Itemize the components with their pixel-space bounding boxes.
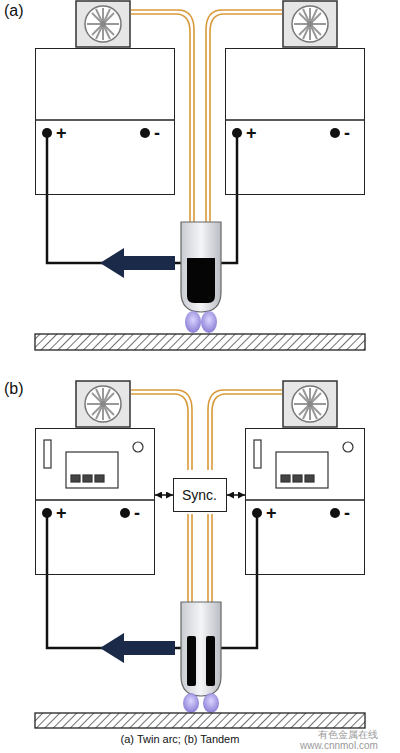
- terminal: [42, 508, 340, 518]
- torch-nozzle: [181, 222, 221, 312]
- contact-tube: [206, 636, 215, 686]
- cooling-fan: [76, 381, 130, 427]
- box-label: Sync.: [182, 485, 217, 505]
- current-arrow: [100, 248, 175, 278]
- power-cable: [47, 513, 257, 648]
- panel-letter: (a): [4, 2, 24, 20]
- terminal-sign: -: [134, 503, 140, 523]
- power-source: +-: [225, 48, 365, 195]
- terminal-sign: +: [56, 123, 67, 143]
- panel-divider: [35, 119, 175, 121]
- panel-divider: [225, 119, 365, 121]
- panel-divider: [35, 499, 155, 501]
- terminal-sign: -: [344, 123, 350, 143]
- arc: [203, 693, 219, 713]
- power-source: +-: [245, 428, 365, 575]
- figure-caption: (a) Twin arc; (b) Tandem: [121, 733, 240, 745]
- contact-tube: [187, 636, 196, 686]
- workpiece: [35, 713, 365, 728]
- watermark: 有色金属在线: [318, 729, 378, 740]
- workpiece: [35, 334, 365, 350]
- cooling-fan: [283, 381, 337, 427]
- wire-feed: [131, 390, 282, 602]
- terminal-sign: +: [246, 123, 257, 143]
- current-arrow: [100, 633, 175, 663]
- control-panel: [44, 440, 353, 488]
- terminal-sign: -: [154, 123, 160, 143]
- torch-nozzle: [181, 602, 221, 696]
- arc: [201, 311, 217, 333]
- terminal: [42, 128, 340, 138]
- sync-link: [155, 494, 173, 496]
- power-source: +-: [35, 428, 155, 575]
- panel-letter: (b): [4, 380, 24, 398]
- watermark: www.cnnmol.com: [300, 740, 378, 751]
- panel-divider: [245, 499, 365, 501]
- terminal-sign: -: [344, 503, 350, 523]
- sync-link: [227, 494, 245, 496]
- cooling-fan: [283, 1, 337, 47]
- cooling-fan: [76, 1, 130, 47]
- arc: [185, 311, 201, 333]
- terminal-sign: +: [266, 503, 277, 523]
- terminal-sign: +: [56, 503, 67, 523]
- arc: [183, 693, 199, 713]
- wire-feed: [131, 10, 282, 222]
- power-source: +-: [35, 48, 175, 195]
- sync-box: Sync.: [173, 478, 227, 512]
- contact-tube: [187, 258, 215, 303]
